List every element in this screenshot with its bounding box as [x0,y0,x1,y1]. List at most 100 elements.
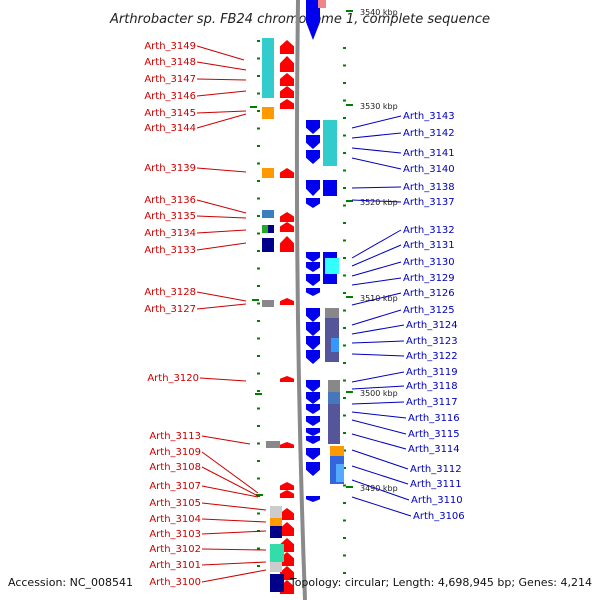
major-tick [346,200,353,202]
gene-label-forward[interactable]: Arth_3145 [144,108,196,119]
tick-mark [343,152,346,154]
forward-gene-arrow [280,40,294,54]
gene-label-reverse[interactable]: Arth_3117 [406,397,458,408]
gene-label-forward[interactable]: Arth_3102 [149,544,201,555]
tick-mark [257,75,260,77]
gene-label-forward[interactable]: Arth_3108 [149,462,201,473]
label-leader-line [196,78,247,81]
forward-feature-block [262,300,274,307]
gene-label-forward[interactable]: Arth_3149 [144,41,196,52]
gene-label-forward[interactable]: Arth_3148 [144,57,196,68]
gene-label-forward[interactable]: Arth_3100 [149,577,201,588]
gene-label-forward[interactable]: Arth_3146 [144,91,196,102]
gene-label-reverse[interactable]: Arth_3143 [403,111,455,122]
gene-label-reverse[interactable]: Arth_3132 [403,225,455,236]
label-leader-line [351,132,402,139]
label-leader-line [201,435,251,445]
label-leader-line [199,377,247,382]
forward-feature-block [270,562,282,572]
topology-summary: Topology: circular; Length: 4,698,945 bp… [289,576,592,589]
gene-label-forward[interactable]: Arth_3101 [149,560,201,571]
gene-label-reverse[interactable]: Arth_3106 [413,511,465,522]
gene-label-forward[interactable]: Arth_3133 [144,245,196,256]
gene-label-forward[interactable]: Arth_3147 [144,74,196,85]
label-leader-line [351,353,405,357]
label-leader-line [351,385,405,390]
gene-label-forward[interactable]: Arth_3128 [144,287,196,298]
gene-label-forward[interactable]: Arth_3135 [144,211,196,222]
gene-label-reverse[interactable]: Arth_3142 [403,128,455,139]
gene-label-reverse[interactable]: Arth_3122 [406,351,458,362]
forward-feature-block [262,168,274,178]
gene-label-reverse[interactable]: Arth_3112 [410,464,462,475]
label-leader-line [196,303,247,310]
gene-label-forward[interactable]: Arth_3104 [149,514,201,525]
label-leader-line [201,502,267,511]
gene-label-reverse[interactable]: Arth_3111 [410,479,462,490]
reverse-gene-arrow [306,322,320,336]
gene-label-reverse[interactable]: Arth_3140 [403,164,455,175]
gene-label-reverse[interactable]: Arth_3130 [403,257,455,268]
tick-mark [343,327,346,329]
gene-label-reverse[interactable]: Arth_3118 [406,381,458,392]
gene-label-forward[interactable]: Arth_3113 [149,431,201,442]
gene-label-forward[interactable]: Arth_3134 [144,228,196,239]
major-tick [346,10,353,12]
tick-mark [257,425,260,427]
gene-label-reverse[interactable]: Arth_3110 [411,495,463,506]
label-leader-line [196,291,247,302]
tick-mark [257,547,260,550]
label-leader-line [351,309,402,326]
label-leader-line [196,113,247,129]
reverse-gene-arrow [306,416,320,426]
gene-label-reverse[interactable]: Arth_3114 [408,444,460,455]
tick-mark [343,449,346,452]
tick-mark [257,460,260,462]
gene-label-reverse[interactable]: Arth_3126 [403,288,455,299]
tick-mark [257,92,260,95]
gene-label-reverse[interactable]: Arth_3119 [406,367,458,378]
gene-label-reverse[interactable]: Arth_3125 [403,305,455,316]
tick-mark [343,117,346,119]
forward-gene-arrow [280,56,294,72]
reverse-gene-labels[interactable]: Arth_3143Arth_3142Arth_3141Arth_3140Arth… [351,111,465,522]
reverse-feature-block [331,338,339,352]
gene-label-reverse[interactable]: Arth_3129 [403,273,455,284]
label-leader-line [351,401,405,405]
gene-label-reverse[interactable]: Arth_3115 [408,429,460,440]
gene-label-forward[interactable]: Arth_3103 [149,529,201,540]
reverse-gene-arrow [306,428,320,436]
chromosome-backbone [294,0,307,600]
gene-label-reverse[interactable]: Arth_3123 [406,336,458,347]
forward-gene-arrow [280,73,294,86]
gene-label-forward[interactable]: Arth_3120 [147,373,199,384]
gene-label-forward[interactable]: Arth_3139 [144,163,196,174]
tick-mark [343,187,346,189]
forward-feature-block [270,574,284,592]
gene-label-forward[interactable]: Arth_3144 [144,123,196,134]
reverse-gene-arrow [306,120,320,134]
label-leader-line [201,561,267,566]
gene-label-forward[interactable]: Arth_3107 [149,481,201,492]
gene-label-reverse[interactable]: Arth_3124 [406,320,458,331]
gene-label-reverse[interactable]: Arth_3116 [408,413,460,424]
tick-mark [343,257,346,259]
gene-label-forward[interactable]: Arth_3127 [144,304,196,315]
forward-feature-block [262,107,274,119]
tick-mark [257,337,260,340]
gene-label-reverse[interactable]: Arth_3137 [403,197,455,208]
gene-label-forward[interactable]: Arth_3136 [144,195,196,206]
gene-label-reverse[interactable]: Arth_3131 [403,240,455,251]
gene-label-forward[interactable]: Arth_3109 [149,447,201,458]
tick-mark [343,572,346,574]
forward-gene-labels[interactable]: Arth_3149Arth_3148Arth_3147Arth_3146Arth… [144,41,267,588]
forward-feature-block [270,518,282,526]
kbp-label: 3490 kbp [360,484,398,493]
forward-strand-features [262,38,294,594]
reverse-feature-block [325,258,339,274]
tick-mark [343,274,346,277]
gene-label-forward[interactable]: Arth_3105 [149,498,201,509]
gene-label-reverse[interactable]: Arth_3138 [403,182,455,193]
gene-label-reverse[interactable]: Arth_3141 [403,148,455,159]
reverse-gene-arrow [306,308,320,322]
